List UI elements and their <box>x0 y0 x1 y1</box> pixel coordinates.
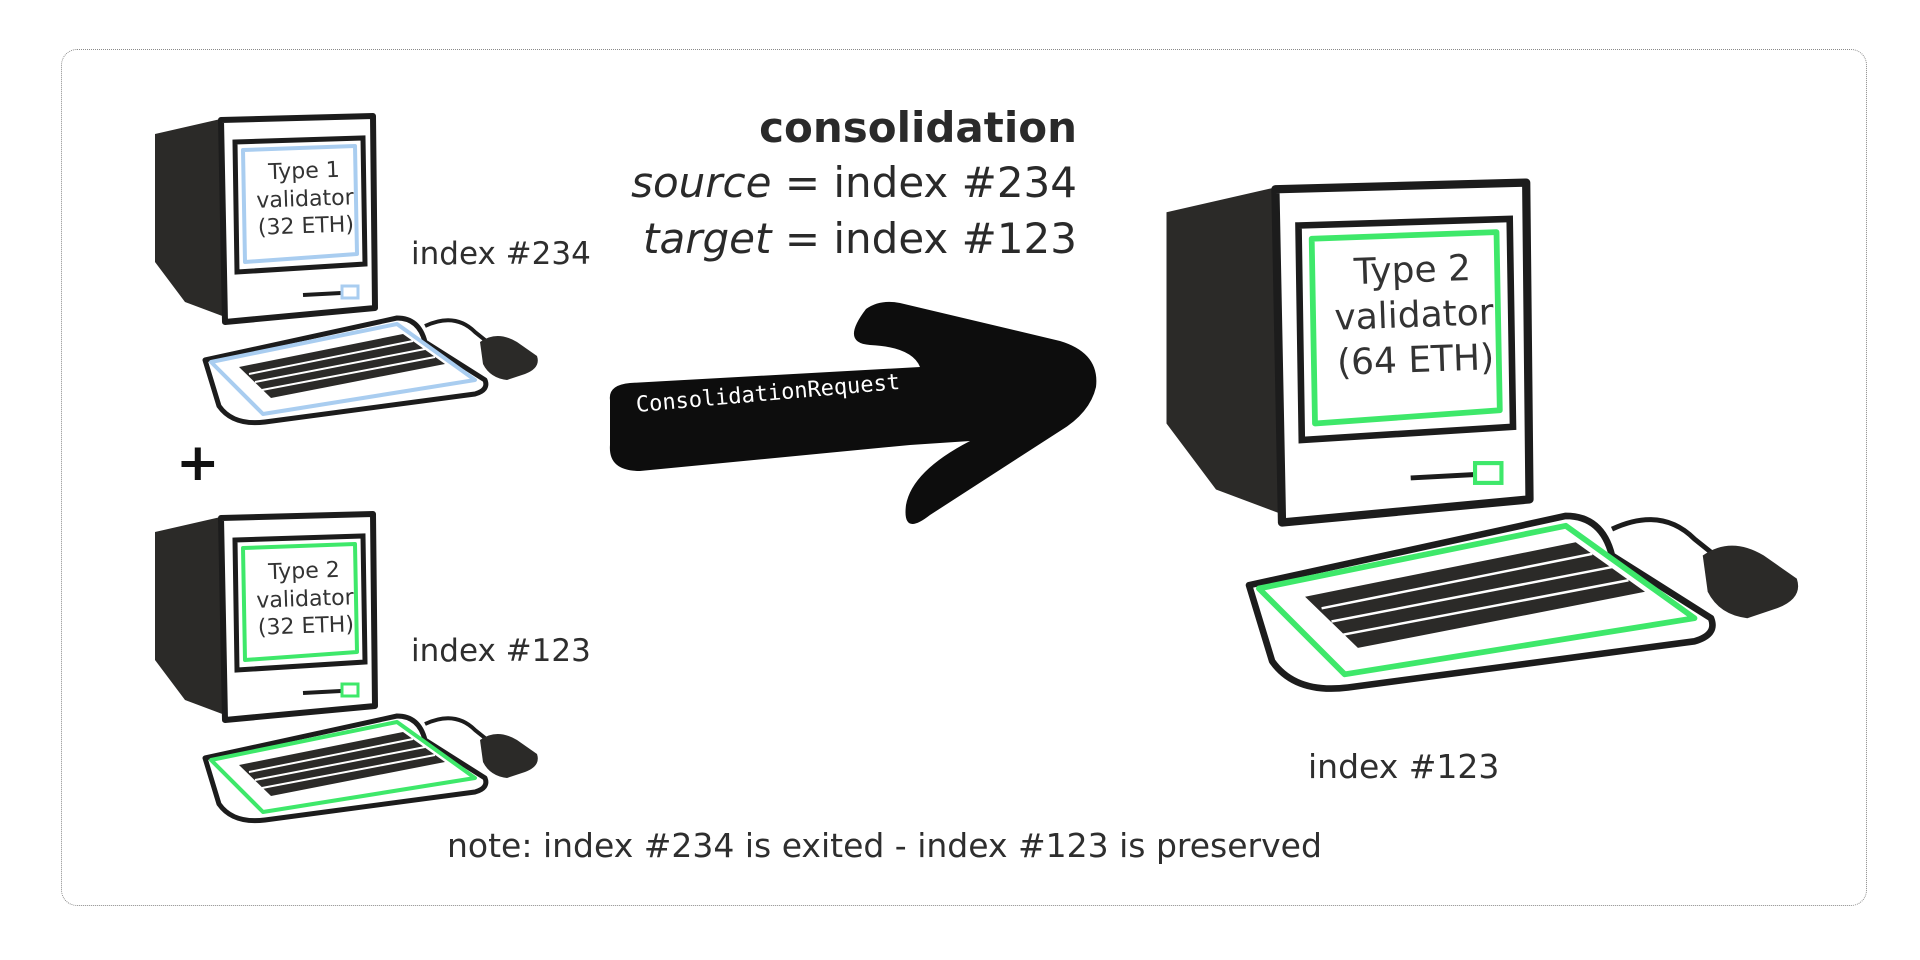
consolidation-arrow <box>600 295 1100 535</box>
consolidation-title: consolidation <box>759 103 1077 152</box>
diagram-frame <box>61 49 1867 906</box>
result-index-label: index #123 <box>1308 747 1500 786</box>
target-validator-computer: Type 2 validator (32 ETH) <box>145 510 545 830</box>
screen-highlight <box>241 144 359 264</box>
screen-highlight <box>241 542 359 662</box>
computer-icon <box>1166 178 1799 692</box>
target-keyword: target <box>643 214 772 263</box>
result-validator-computer: Type 2 validator (64 ETH) <box>1150 170 1810 710</box>
arrow-icon <box>609 301 1097 524</box>
plus-sign: + <box>176 433 220 493</box>
result-screen-text: Type 2 validator (64 ETH) <box>1333 247 1495 384</box>
target-value: = index #123 <box>771 214 1077 263</box>
computer-icon <box>155 113 538 426</box>
source-keyword: source <box>631 158 772 207</box>
target-screen-text: Type 2 validator (32 ETH) <box>255 557 355 641</box>
source-index-label: index #234 <box>411 236 591 272</box>
source-value: = index #234 <box>771 158 1077 207</box>
consolidation-target-line: target = index #123 <box>643 214 1077 263</box>
screen-highlight <box>1308 229 1503 427</box>
source-validator-computer: Type 1 validator (32 ETH) <box>145 112 545 432</box>
computer-icon <box>155 511 538 824</box>
exit-note: note: index #234 is exited - index #123 … <box>447 826 1322 865</box>
target-index-label: index #123 <box>411 633 591 669</box>
consolidation-source-line: source = index #234 <box>631 158 1077 207</box>
source-screen-text: Type 1 validator (32 ETH) <box>255 157 355 241</box>
